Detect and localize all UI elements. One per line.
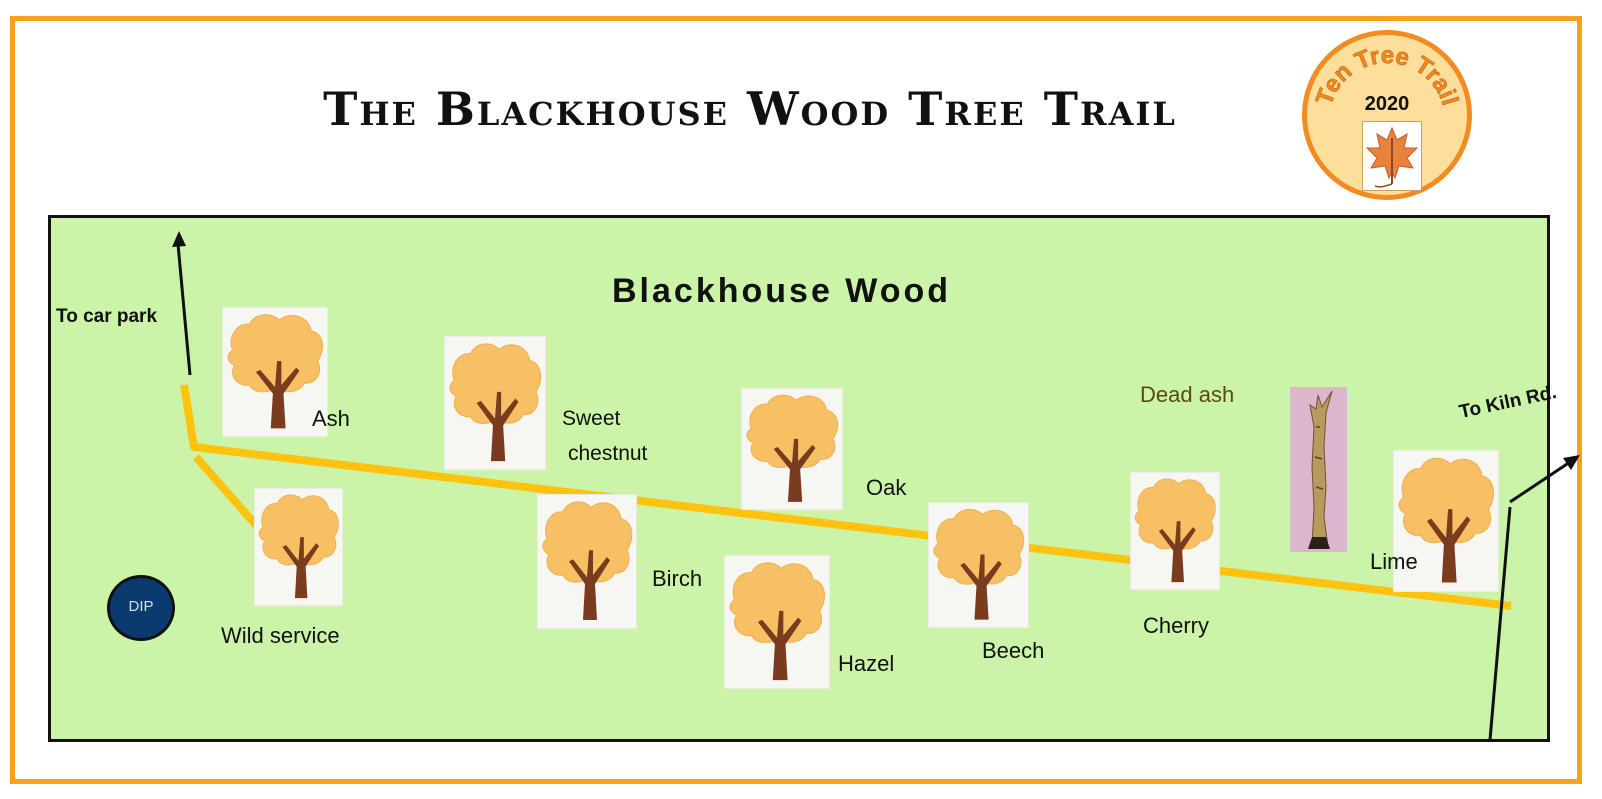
birch-label: Birch [652, 566, 703, 591]
wild-service-tree-icon [254, 488, 343, 606]
kiln-road-path-line [1488, 506, 1512, 741]
hazel-tree-icon [724, 555, 830, 689]
cherry-tree-icon [1130, 472, 1220, 590]
dead-ash-label: Dead ash [1140, 382, 1235, 407]
beech-tree-icon [928, 502, 1029, 628]
kiln-road-arrow-icon [1509, 460, 1571, 504]
lime-label: Lime [1370, 549, 1418, 574]
ash-label: Ash [312, 406, 350, 431]
leaf-icon [1362, 121, 1422, 191]
dip-marker: DIP [107, 575, 175, 641]
lime-tree-icon [1393, 450, 1499, 592]
oak-label: Oak [866, 475, 907, 500]
birch-tree-icon [537, 494, 637, 629]
branch-trail-path [192, 454, 267, 536]
trail-badge: Ten Tree Trail 2020 [1302, 30, 1472, 200]
wood-title: Blackhouse Wood [612, 272, 952, 310]
main-trail-path [180, 384, 1512, 610]
car-park-arrowhead-icon [172, 231, 186, 247]
car-park-label: To car park [56, 306, 158, 327]
oak-tree-icon [741, 388, 843, 510]
beech-label: Beech [982, 638, 1045, 663]
sweet-chestnut-tree-icon [444, 336, 546, 470]
sweet-chestnut-label-line1: Sweet [562, 407, 621, 430]
sweet-chestnut-label-line2: chestnut [568, 442, 648, 465]
kiln-road-arrowhead-icon [1563, 455, 1580, 470]
cherry-label: Cherry [1143, 613, 1210, 638]
page-title: The Blackhouse Wood Tree Trail [323, 82, 1177, 136]
wild-service-label: Wild service [221, 623, 340, 648]
badge-year: 2020 [1364, 93, 1410, 115]
hazel-label: Hazel [838, 651, 895, 676]
car-park-arrow-icon [176, 243, 192, 376]
dead-tree-icon [1290, 387, 1347, 552]
badge-arc-text: Ten Tree Trail [1310, 42, 1463, 109]
page-border [10, 16, 1582, 784]
ash-tree-icon [222, 307, 328, 437]
